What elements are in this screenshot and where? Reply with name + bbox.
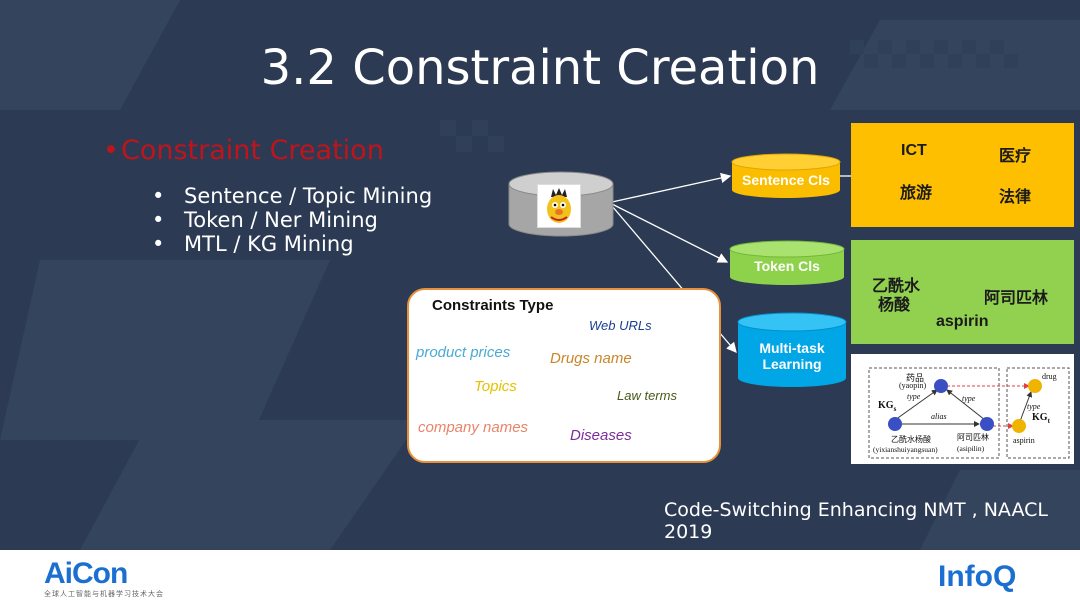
kg-asipilin: 阿司匹林 (957, 433, 989, 442)
background-decoration (0, 0, 1080, 550)
sub-bullet-text: Sentence / Topic Mining (184, 184, 433, 208)
kg-s-sub: s (893, 405, 897, 413)
constraint-diseases: Diseases (570, 427, 632, 444)
constraint-drugs-name: Drugs name (550, 350, 632, 367)
constraint-web-urls: Web URLs (589, 318, 652, 333)
kg-t-text: KG (1032, 412, 1048, 423)
topic-label: 旅游 (900, 185, 933, 202)
kg-diagram: 药品 (yaopin) type type KGs alias 乙酰水杨酸 (y… (851, 354, 1074, 464)
kg-s-label: KGs (878, 400, 896, 413)
constraint-topics: Topics (474, 378, 517, 395)
slide-title: 3.2 Constraint Creation (260, 40, 820, 96)
constraint-company-names: company names (418, 419, 529, 436)
sub-bullet: •Sentence / Topic Mining (152, 184, 433, 208)
sub-bullet-text: MTL / KG Mining (184, 232, 354, 256)
token-text: 乙酰水 (872, 278, 921, 295)
infoq-logo: InfoQ (938, 560, 1016, 594)
sentence-cls-node: Sentence Cls (730, 152, 842, 200)
constraints-type-box: Constraints Type Web URLs product prices… (407, 288, 721, 463)
bert-icon (537, 184, 581, 228)
token-cls-node: Token Cls (728, 240, 846, 286)
topic-box: ICT 医疗 旅游 法律 (851, 123, 1074, 227)
kg-graph (868, 367, 1070, 459)
constraints-title: Constraints Type (432, 297, 554, 314)
infoq-logo-text: InfoQ (938, 560, 1017, 593)
topic-label: ICT (901, 142, 927, 159)
kg-type-label: type (962, 394, 976, 403)
kg-alias-label: alias (931, 412, 947, 421)
multi-task-label: Multi-task Learning (736, 340, 848, 372)
aicon-logo-text: AiCon (44, 557, 128, 590)
kg-s-text: KG (878, 400, 894, 411)
sentence-cls-label: Sentence Cls (742, 172, 830, 188)
main-bullet-text: Constraint Creation (121, 135, 384, 166)
topic-label: 法律 (999, 189, 1032, 206)
topic-label: 医疗 (999, 148, 1032, 165)
kg-type-label: type (1027, 402, 1041, 411)
token-cls-label: Token Cls (754, 258, 820, 274)
sub-bullet-text: Token / Ner Mining (184, 208, 378, 232)
sub-bullet-list: •Sentence / Topic Mining •Token / Ner Mi… (152, 184, 432, 256)
kg-yaopin: 药品 (906, 374, 925, 384)
constraint-law-terms: Law terms (617, 388, 677, 403)
bullet-dot: • (103, 135, 119, 166)
token-text: 阿司匹林 (984, 290, 1049, 307)
multi-task-node: Multi-task Learning (736, 312, 848, 388)
footer-bar: AiCon 全球人工智能与机器学习技术大会 InfoQ (0, 550, 1080, 608)
reference-citation: Code-Switching Enhancing NMT , NAACL 201… (664, 499, 1048, 543)
aicon-logo: AiCon 全球人工智能与机器学习技术大会 (44, 559, 164, 599)
kg-yixian-py: (yixianshuiyangsuan) (873, 445, 938, 454)
kg-t-sub: t (1047, 417, 1050, 425)
constraint-product-prices: product prices (416, 344, 511, 361)
kg-yixian: 乙酰水杨酸 (891, 435, 931, 444)
kg-type-label: type (907, 392, 921, 401)
sub-bullet: •Token / Ner Mining (152, 208, 378, 232)
token-text: aspirin (936, 313, 989, 330)
kg-t-label: KGt (1032, 412, 1050, 425)
multi-task-label-line: Learning (762, 356, 822, 372)
token-box: 乙酰水 杨酸 阿司匹林 aspirin (851, 240, 1074, 344)
kg-drug: drug (1042, 372, 1057, 381)
sub-bullet: •MTL / KG Mining (152, 232, 354, 256)
aicon-logo-sub: 全球人工智能与机器学习技术大会 (44, 590, 164, 598)
main-bullet: •Constraint Creation (103, 135, 384, 166)
multi-task-label-line: Multi-task (759, 340, 825, 356)
kg-aspirin: aspirin (1013, 436, 1035, 445)
slide: 3.2 Constraint Creation •Constraint Crea… (0, 0, 1080, 550)
kg-yaopin-py: (yaopin) (899, 381, 927, 390)
kg-asipilin-py: (asipilin) (957, 444, 985, 453)
token-text: 杨酸 (878, 297, 911, 314)
